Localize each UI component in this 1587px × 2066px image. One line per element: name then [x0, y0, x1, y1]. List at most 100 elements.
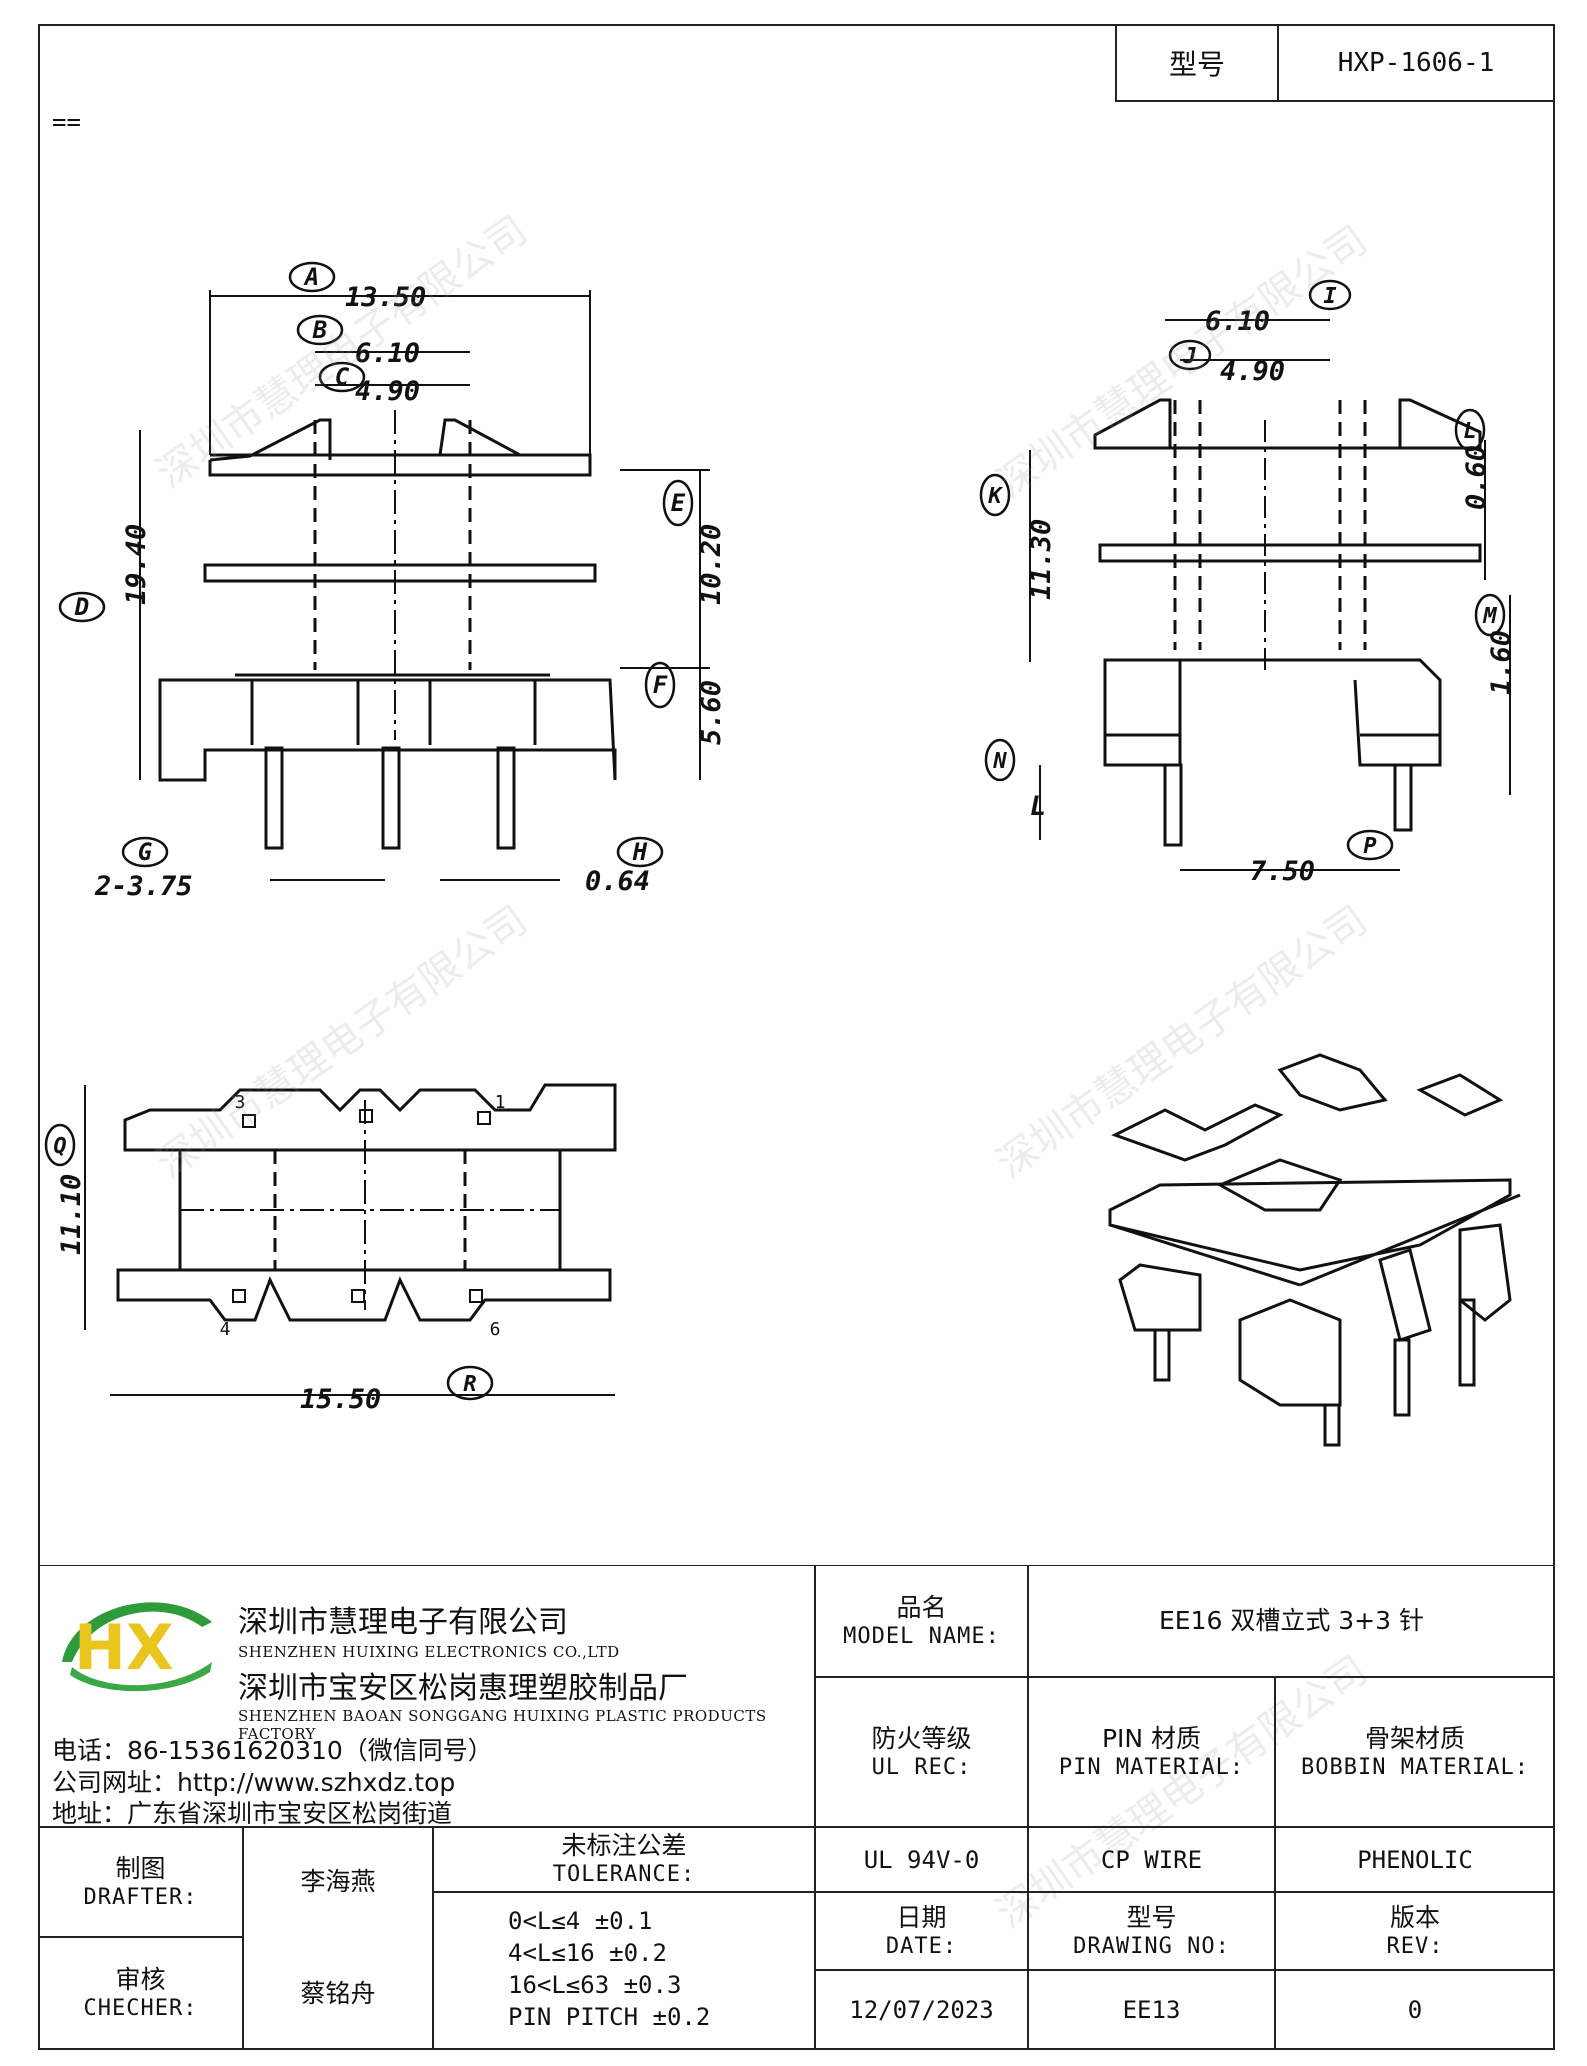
- drafter-name: 李海燕: [243, 1827, 433, 1937]
- pin-material-label-en: PIN MATERIAL:: [1058, 1754, 1245, 1780]
- letter-m: M: [1482, 604, 1497, 629]
- letter-a: A: [303, 263, 319, 291]
- letter-e: E: [671, 489, 686, 517]
- dim-front-h: 0.64: [585, 866, 650, 897]
- letter-n: N: [992, 749, 1007, 774]
- dim-front-a: 13.50: [345, 282, 426, 313]
- date-value: 12/07/2023: [815, 1970, 1028, 2050]
- rev-value: 0: [1275, 1970, 1555, 2050]
- letter-c: C: [335, 363, 350, 391]
- letter-h: H: [632, 838, 648, 866]
- bobbin-material-label-cn: 骨架材质: [1364, 1723, 1465, 1753]
- tolerance-label-cn: 未标注公差: [561, 1831, 687, 1861]
- dim-side-l: 0.60: [1461, 445, 1492, 510]
- company-website: 公司网址：http://www.szhxdz.top: [52, 1768, 456, 1797]
- model-name-label: 品名 MODEL NAME:: [815, 1565, 1028, 1677]
- logo-text: HX: [74, 1611, 174, 1684]
- ul-rec-label-cn: 防火等级: [871, 1723, 972, 1753]
- pin-number-3: 3: [235, 1092, 246, 1113]
- letter-f: F: [653, 671, 668, 699]
- bobbin-material-value: PHENOLIC: [1275, 1827, 1555, 1892]
- letter-d: D: [74, 593, 89, 621]
- ul-rec-value: UL 94V-0: [815, 1827, 1028, 1892]
- model-header-value: HXP-1606-1: [1337, 48, 1495, 78]
- company-name-en-2: SHENZHEN BAOAN SONGGANG HUIXING PLASTIC …: [238, 1707, 767, 1743]
- title-block-grid: [38, 1565, 1555, 2050]
- bottom-letter-labels: Q R: [53, 1134, 476, 1397]
- letter-l: L: [1463, 419, 1476, 444]
- drafter-name-text: 李海燕: [300, 1867, 376, 1897]
- checker-name-text: 蔡铭舟: [300, 1978, 376, 2008]
- ul-rec-value-text: UL 94V-0: [863, 1845, 980, 1874]
- company-name-en-1: SHENZHEN HUIXING ELECTRONICS CO.,LTD: [238, 1643, 620, 1661]
- header-marker: ==: [52, 108, 81, 136]
- model-name-label-cn: 品名: [896, 1592, 947, 1622]
- letter-k: K: [987, 484, 1003, 509]
- bobbin-material-label: 骨架材质 BOBBIN MATERIAL:: [1275, 1677, 1555, 1827]
- letter-g: G: [138, 838, 152, 866]
- tolerance-row: 16<L≤63 ±0.3: [508, 1971, 682, 1999]
- letter-b: B: [312, 316, 327, 344]
- drafter-label-en: DRAFTER:: [83, 1884, 198, 1910]
- dim-bottom-q: 11.10: [56, 1174, 87, 1255]
- dim-side-k: 11.30: [1026, 519, 1057, 600]
- letter-p: P: [1363, 834, 1376, 859]
- side-dimension-labels: 6.10 4.90 11.30 0.60 1.60 L 7.50: [1026, 306, 1517, 887]
- ul-rec-label: 防火等级 UL REC:: [815, 1677, 1028, 1827]
- rev-label: 版本 REV:: [1275, 1892, 1555, 1970]
- checker-label-en: CHECHER:: [83, 1996, 198, 2022]
- checker-name: 蔡铭舟: [243, 1937, 433, 2050]
- pin-material-label: PIN 材质 PIN MATERIAL:: [1028, 1677, 1275, 1827]
- isometric-view: [1108, 1053, 1521, 1447]
- tolerance-list: 0<L≤4 ±0.1 4<L≤16 ±0.2 16<L≤63 ±0.3 PIN …: [508, 1905, 710, 2033]
- bottom-letter-circles: [44, 1123, 494, 1401]
- front-letter-circles: [58, 261, 694, 868]
- date-label-cn: 日期: [896, 1902, 947, 1932]
- date-value-text: 12/07/2023: [849, 1996, 994, 2024]
- tolerance-row: 4<L≤16 ±0.2: [508, 1939, 667, 1967]
- dim-front-b: 6.10: [355, 338, 420, 369]
- front-dimension-labels: 13.50 6.10 4.90 19.40 10.20 5.60 2-3.75 …: [94, 282, 727, 902]
- drawing-no-label-en: DRAWING NO:: [1073, 1933, 1230, 1959]
- tolerance-label-en: TOLERANCE:: [552, 1862, 696, 1888]
- model-name-value: EE16 双槽立式 3+3 针: [1028, 1565, 1555, 1677]
- dim-side-j: 4.90: [1220, 356, 1285, 387]
- drawing-frame: [38, 24, 1555, 2050]
- dim-side-p: 7.50: [1250, 856, 1315, 887]
- dim-bottom-r: 15.50: [300, 1384, 381, 1415]
- model-header: 型号 HXP-1606-1: [1115, 24, 1555, 102]
- front-view: [139, 290, 710, 881]
- side-letter-circles: [979, 279, 1506, 861]
- bottom-dimension-labels: 11.10 15.50: [56, 1174, 381, 1415]
- drawing-no-value-text: EE13: [1122, 1996, 1181, 2024]
- date-label-en: DATE:: [885, 1933, 958, 1959]
- tolerance-row: PIN PITCH ±0.2: [508, 2003, 711, 2031]
- ul-rec-label-en: UL REC:: [871, 1754, 972, 1780]
- letter-r: R: [463, 1372, 476, 1397]
- bobbin-material-value-text: PHENOLIC: [1357, 1845, 1473, 1874]
- title-block: HX 深圳市慧理电子有限公司 SHENZHEN HUIXING ELECTRON…: [38, 1565, 1555, 2050]
- company-name-cn-2: 深圳市宝安区松岗惠理塑胶制品厂: [238, 1671, 688, 1706]
- checker-label: 审核 CHECHER:: [38, 1937, 243, 2050]
- pin-material-value: CP WIRE: [1028, 1827, 1275, 1892]
- dim-front-d: 19.40: [121, 524, 152, 605]
- company-phone: 电话：86-15361620310（微信同号）: [52, 1736, 493, 1765]
- dim-front-e: 10.20: [696, 524, 727, 605]
- dim-front-f: 5.60: [696, 680, 727, 745]
- side-letter-labels: I J K L M N P: [987, 284, 1497, 859]
- dim-front-c: 4.90: [355, 376, 420, 407]
- letter-j: J: [1182, 344, 1196, 369]
- company-address: 地址：广东省深圳市宝安区松岗街道: [52, 1799, 453, 1828]
- drawing-no-label-cn: 型号: [1126, 1902, 1177, 1932]
- pin-material-label-cn: PIN 材质: [1101, 1723, 1202, 1753]
- pin-number-4: 4: [220, 1319, 231, 1340]
- drawing-no-label: 型号 DRAWING NO:: [1028, 1892, 1275, 1970]
- side-view: [1029, 319, 1511, 871]
- pin-numbers: 3 1 4 6: [220, 1092, 506, 1340]
- tolerance-label: 未标注公差 TOLERANCE:: [433, 1827, 815, 1892]
- bottom-view: [84, 1083, 617, 1396]
- company-logo-icon: HX: [62, 1602, 212, 1692]
- rev-label-en: REV:: [1386, 1933, 1444, 1959]
- company-name-cn-1: 深圳市慧理电子有限公司: [238, 1605, 568, 1640]
- dim-front-g: 2-3.75: [94, 871, 193, 902]
